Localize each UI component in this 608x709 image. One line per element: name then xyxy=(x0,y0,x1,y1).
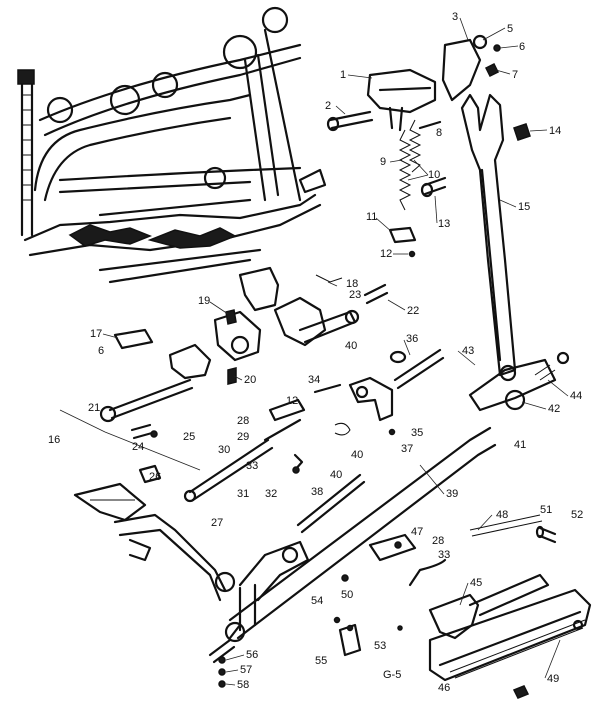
link-rods xyxy=(183,398,366,534)
callout-12: 12 xyxy=(380,248,392,260)
callout-41: 41 xyxy=(514,439,526,451)
callout-48: 48 xyxy=(496,509,508,521)
callout-53: 53 xyxy=(374,640,386,652)
callout-2: 2 xyxy=(325,100,331,112)
callout-37: 37 xyxy=(401,443,413,455)
callout-19: 19 xyxy=(198,295,210,307)
callout-52: 52 xyxy=(571,509,583,521)
callout-5: 5 xyxy=(507,23,513,35)
small-parts-lower-right xyxy=(218,514,557,688)
callout-57: 57 xyxy=(240,664,252,676)
callout-45: 45 xyxy=(470,577,482,589)
callout-15: 15 xyxy=(518,201,530,213)
lower-lever-assembly xyxy=(73,426,497,664)
callout-23: 23 xyxy=(349,289,361,301)
callout-28b: 28 xyxy=(432,535,444,547)
callout-56: 56 xyxy=(246,649,258,661)
callout-30: 30 xyxy=(218,444,230,456)
upper-bracket-parts xyxy=(326,34,501,132)
needle-plate-assembly xyxy=(428,573,592,699)
callout-9: 9 xyxy=(380,156,386,168)
callout-24: 24 xyxy=(132,441,144,453)
callout-8: 8 xyxy=(436,127,442,139)
callout-40a: 40 xyxy=(345,340,357,352)
callout-51: 51 xyxy=(540,504,552,516)
callout-47: 47 xyxy=(411,526,423,538)
callout-42: 42 xyxy=(548,403,560,415)
callout-36: 36 xyxy=(406,333,418,345)
callout-46: 46 xyxy=(438,682,450,694)
callout-6b: 6 xyxy=(98,345,104,357)
callout-3: 3 xyxy=(452,11,458,23)
callout-13: 13 xyxy=(438,218,450,230)
callout-16: 16 xyxy=(48,434,60,446)
callout-11: 11 xyxy=(366,211,377,223)
callout-10: 10 xyxy=(428,169,440,181)
callout-17: 17 xyxy=(90,328,102,340)
callout-1: 1 xyxy=(340,69,346,81)
callout-21: 21 xyxy=(88,402,100,414)
callout-33: 33 xyxy=(246,460,258,472)
callout-54: 54 xyxy=(311,595,323,607)
callout-7: 7 xyxy=(512,69,518,81)
callout-58: 58 xyxy=(237,679,249,691)
figure-code: G-5 xyxy=(383,669,401,681)
callout-33b: 33 xyxy=(438,549,450,561)
central-linkage xyxy=(99,266,389,423)
callout-43: 43 xyxy=(462,345,474,357)
callout-40b: 40 xyxy=(351,449,363,461)
callout-39: 39 xyxy=(446,488,458,500)
sub-assembly-16 xyxy=(59,409,201,484)
callout-29: 29 xyxy=(237,431,249,443)
callout-6: 6 xyxy=(519,41,525,53)
machine-frame-assembly xyxy=(17,6,327,284)
callout-50: 50 xyxy=(341,589,353,601)
callout-20: 20 xyxy=(244,374,256,386)
callout-38: 38 xyxy=(311,486,323,498)
callout-22: 22 xyxy=(407,305,419,317)
callout-25: 25 xyxy=(183,431,195,443)
callout-26: 26 xyxy=(149,471,161,483)
callout-34: 34 xyxy=(308,374,320,386)
callout-12b: 12 xyxy=(286,395,298,407)
leader-lines xyxy=(102,17,569,686)
mid-bracket-assembly xyxy=(313,348,570,436)
lever-part-15 xyxy=(460,93,531,382)
callout-27: 27 xyxy=(211,517,223,529)
callout-40c: 40 xyxy=(330,469,342,481)
callout-55: 55 xyxy=(315,655,327,667)
callout-labels: 1 2 3 5 6 7 8 9 10 11 12 13 14 15 16 17 … xyxy=(48,11,583,694)
callout-35: 35 xyxy=(411,427,423,439)
callout-31: 31 xyxy=(237,488,249,500)
callout-44: 44 xyxy=(570,390,582,402)
callout-18: 18 xyxy=(346,278,358,290)
callout-14: 14 xyxy=(549,125,561,137)
callout-49: 49 xyxy=(547,673,559,685)
callout-32: 32 xyxy=(265,488,277,500)
callout-28: 28 xyxy=(237,415,249,427)
spring-parts xyxy=(388,119,447,258)
